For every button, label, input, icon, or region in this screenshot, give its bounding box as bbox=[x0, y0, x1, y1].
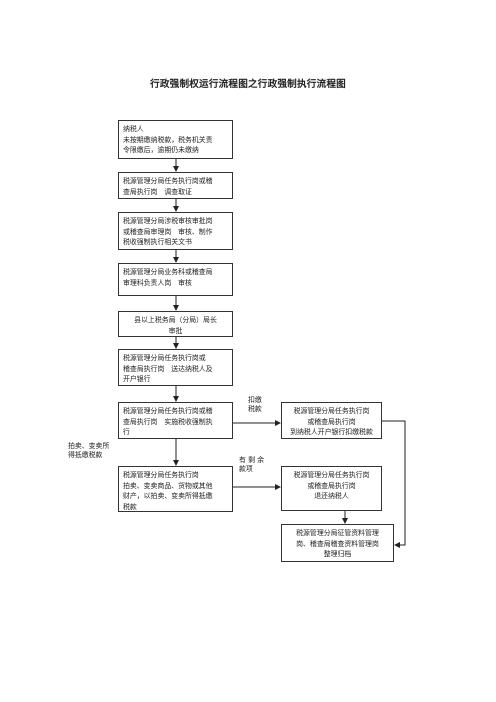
box-taxpayer-overdue: 纳税人 未按期缴纳税款，税务机关责 令限缴后，逾期仍未缴纳 bbox=[118, 120, 233, 159]
label-auction-proceeds: 拍卖、变卖所 得抵缴税款 bbox=[68, 442, 110, 459]
box-director-approval: 县以上税务局（分局）局长 审批 bbox=[118, 311, 233, 337]
page-title: 行政强制权运行流程图之行政强制执行流程图 bbox=[150, 79, 346, 90]
box-enforce-collection: 税源管理分局任务执行岗或稽 查局执行岗 实施税收强制执 行 bbox=[118, 402, 233, 439]
box-review-prepare-documents: 税源管理分局涉税审核审批岗 或稽查局审理岗 审核、制作 税收强制执行相关文书 bbox=[118, 212, 233, 250]
box-serve-notice: 税源管理分局任务执行岗或 稽查局执行岗 送达纳税人及 开户银行 bbox=[118, 349, 233, 386]
box-auction-sale: 税源管理分局任务执行岗 拍卖、变卖商品、货物或其他 财产，以拍卖、变卖所得抵缴 … bbox=[118, 466, 233, 512]
label-deduct-tax: 扣缴 税款 bbox=[248, 396, 262, 413]
box-investigate-collect-evidence: 税源管理分局任务执行岗或稽 查局执行岗 调查取证 bbox=[118, 172, 233, 199]
box-bank-deduction: 税源管理分局任务执行岗 或稽查局执行岗 到纳税人开户银行扣缴税款 bbox=[281, 402, 382, 439]
box-chief-review: 税源管理分局业务科或稽查局 审理科负责人岗 审核 bbox=[118, 263, 233, 296]
label-remaining-funds: 有 剩 余 款项 bbox=[239, 456, 265, 473]
box-refund-taxpayer: 税源管理分局任务执行岗 或稽查局执行岗 退还纳税人 bbox=[281, 466, 382, 511]
box-archive: 税源管理分局征管资料管理 岗、稽查局稽查资料管理岗 整理归档 bbox=[281, 524, 394, 562]
